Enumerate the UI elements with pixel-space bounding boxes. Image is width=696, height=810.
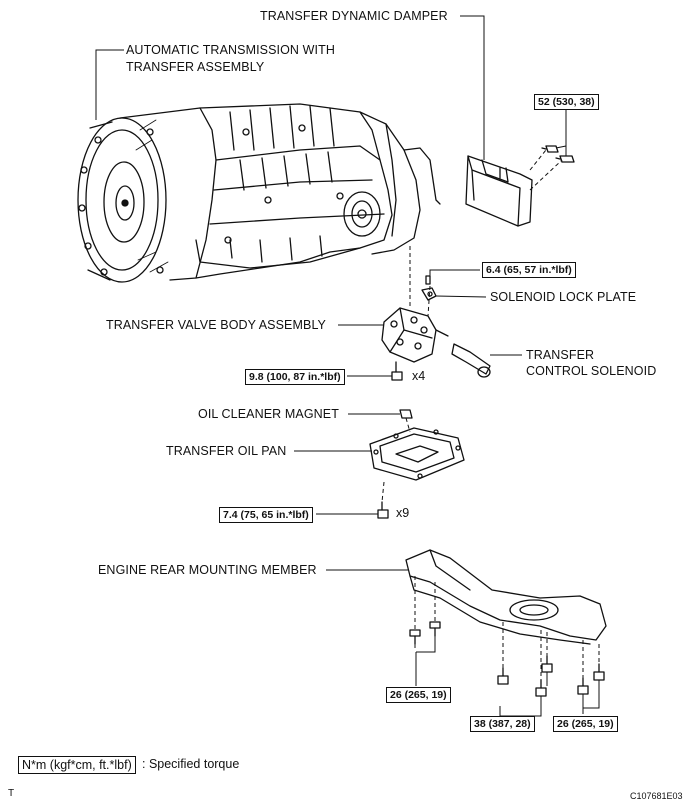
footer-left-mark: T [8, 788, 15, 799]
label-oil-cleaner-magnet: OIL CLEANER MAGNET [198, 407, 339, 421]
label-solenoid-lock-plate: SOLENOID LOCK PLATE [490, 290, 637, 304]
torque-member-bolts-center: 38 (387, 28) [470, 716, 535, 732]
member-bolts-drawing [409, 621, 605, 697]
label-engine-rear-mounting-member: ENGINE REAR MOUNTING MEMBER [98, 563, 317, 577]
legend-text: : Specified torque [142, 757, 240, 771]
count-oil-pan-bolts: x9 [396, 506, 410, 520]
transmission-assembly-drawing [77, 103, 441, 283]
transfer-dynamic-damper-drawing [465, 145, 575, 227]
torque-solenoid-lock-plate-bolt: 6.4 (65, 57 in.*lbf) [482, 262, 576, 278]
valve-body-bolt-drawing [391, 361, 403, 381]
transfer-valve-body-drawing [381, 307, 437, 363]
label-transfer-control-solenoid-line2: CONTROL SOLENOID [526, 364, 657, 378]
torque-member-bolts-left: 26 (265, 19) [386, 687, 451, 703]
label-transfer-control-solenoid-line1: TRANSFER [526, 348, 595, 362]
transfer-control-solenoid-drawing [435, 329, 491, 378]
engine-rear-mounting-member-drawing [405, 549, 607, 645]
legend-unit-box: N*m (kgf*cm, ft.*lbf) [18, 756, 136, 774]
torque-oil-pan-bolts: 7.4 (75, 65 in.*lbf) [219, 507, 313, 523]
label-transfer-valve-body-assembly: TRANSFER VALVE BODY ASSEMBLY [106, 318, 326, 332]
label-automatic-transmission-line1: AUTOMATIC TRANSMISSION WITH [126, 43, 335, 57]
label-automatic-transmission-line2: TRANSFER ASSEMBLY [126, 60, 265, 74]
label-transfer-oil-pan: TRANSFER OIL PAN [166, 444, 287, 458]
label-transfer-dynamic-damper: TRANSFER DYNAMIC DAMPER [260, 9, 448, 23]
oil-pan-bolt-drawing [377, 501, 389, 519]
torque-member-bolts-right: 26 (265, 19) [553, 716, 618, 732]
oil-cleaner-magnet-drawing [399, 409, 413, 419]
torque-damper-bolts: 52 (530, 38) [534, 94, 599, 110]
figure-code: C107681E03 [630, 791, 683, 801]
count-valve-body-bolts: x4 [412, 369, 426, 383]
torque-valve-body-bolts: 9.8 (100, 87 in.*lbf) [245, 369, 345, 385]
transfer-oil-pan-drawing [369, 427, 465, 481]
